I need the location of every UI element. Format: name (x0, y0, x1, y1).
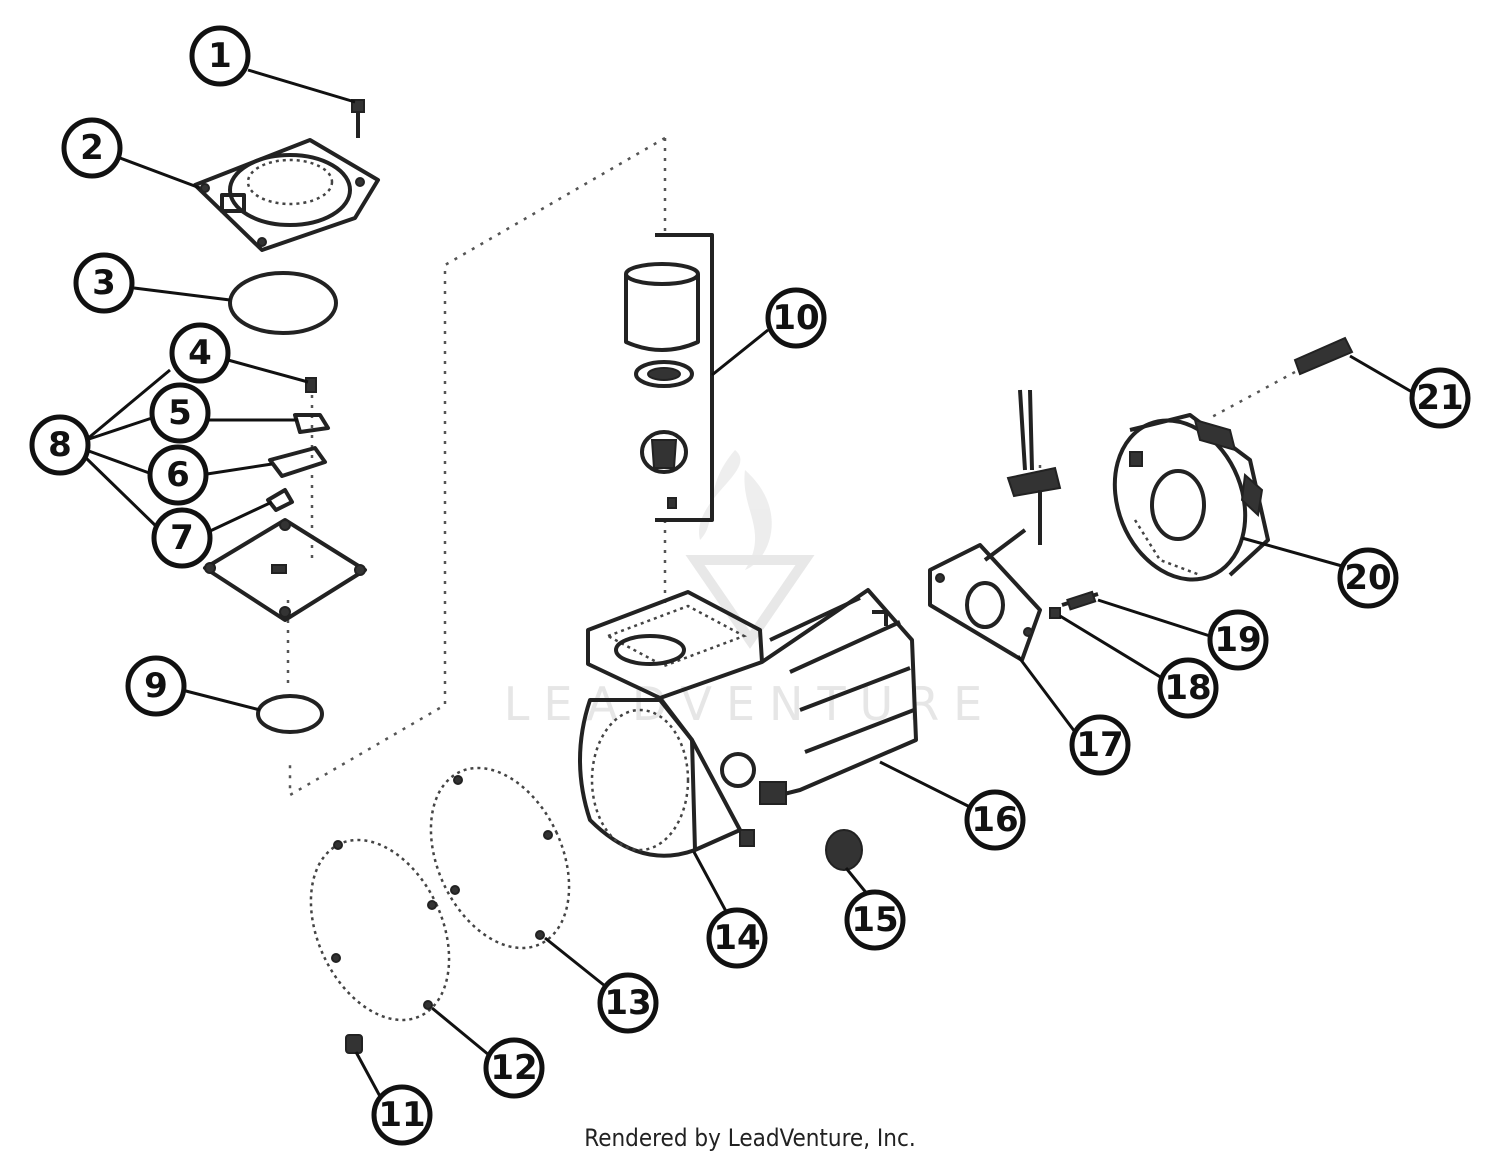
svg-text:9: 9 (144, 666, 168, 706)
watermark-v-icon (685, 555, 815, 649)
part-front-plate (309, 838, 451, 1022)
part-oil-plug (825, 829, 863, 871)
part-bracket (928, 389, 1062, 662)
callout-8: 8 (29, 414, 91, 476)
callout-10: 10 (765, 287, 827, 349)
part-crankcase (578, 588, 918, 858)
svg-text:18: 18 (1164, 668, 1211, 708)
callout-2: 2 (61, 117, 123, 179)
part-gasket (429, 766, 571, 950)
svg-text:1: 1 (208, 36, 232, 76)
callout-11: 11 (371, 1084, 433, 1146)
svg-text:16: 16 (971, 800, 1018, 840)
svg-text:14: 14 (713, 918, 760, 958)
callout-17: 17 (1069, 714, 1131, 776)
svg-text:19: 19 (1214, 620, 1261, 660)
callout-9: 9 (125, 655, 187, 717)
part-piston-group (624, 233, 714, 522)
callout-3: 3 (73, 252, 135, 314)
callout-1: 1 (189, 25, 251, 87)
part-top-cover (193, 138, 380, 252)
svg-text:21: 21 (1416, 378, 1463, 418)
leader-lines (84, 68, 1413, 1101)
svg-text:4: 4 (188, 333, 212, 373)
callout-15: 15 (844, 889, 906, 951)
svg-text:10: 10 (772, 298, 819, 338)
svg-text:7: 7 (170, 518, 194, 558)
part-plug (345, 1034, 363, 1054)
svg-text:12: 12 (490, 1048, 537, 1088)
part-motor-end-bell (1112, 413, 1270, 582)
part-long-bolt (1209, 336, 1354, 420)
callout-7: 7 (151, 507, 213, 569)
callout-21: 21 (1409, 367, 1471, 429)
part-o-ring (228, 271, 338, 335)
svg-text:11: 11 (378, 1095, 425, 1135)
svg-text:8: 8 (48, 425, 72, 465)
callout-6: 6 (147, 444, 209, 506)
part-valve-assembly (266, 377, 330, 512)
svg-text:2: 2 (80, 128, 104, 168)
watermark: LEADVENTURE (504, 450, 997, 731)
callout-13: 13 (597, 972, 659, 1034)
callout-4: 4 (169, 322, 231, 384)
svg-text:15: 15 (851, 900, 898, 940)
callout-12: 12 (483, 1037, 545, 1099)
svg-text:17: 17 (1076, 725, 1123, 765)
callout-18: 18 (1157, 657, 1219, 719)
callouts: 1 2 3 4 5 6 7 8 9 10 11 12 13 14 15 16 1… (29, 25, 1471, 1146)
svg-text:5: 5 (168, 393, 192, 433)
part-bolt-washer (1049, 590, 1099, 619)
svg-text:6: 6 (166, 455, 190, 495)
svg-text:13: 13 (604, 983, 651, 1023)
callout-16: 16 (964, 789, 1026, 851)
part-screw (351, 99, 365, 138)
svg-text:20: 20 (1344, 558, 1391, 598)
part-valve-plate (203, 518, 367, 622)
svg-text:3: 3 (92, 263, 116, 303)
callout-5: 5 (149, 382, 211, 444)
watermark-flame-icon (699, 450, 772, 570)
part-small-o-ring (256, 694, 324, 734)
callout-20: 20 (1337, 547, 1399, 609)
watermark-text: LEADVENTURE (504, 677, 997, 731)
callout-14: 14 (706, 907, 768, 969)
footer-credit: Rendered by LeadVenture, Inc. (584, 1124, 916, 1152)
callout-19: 19 (1207, 609, 1269, 671)
